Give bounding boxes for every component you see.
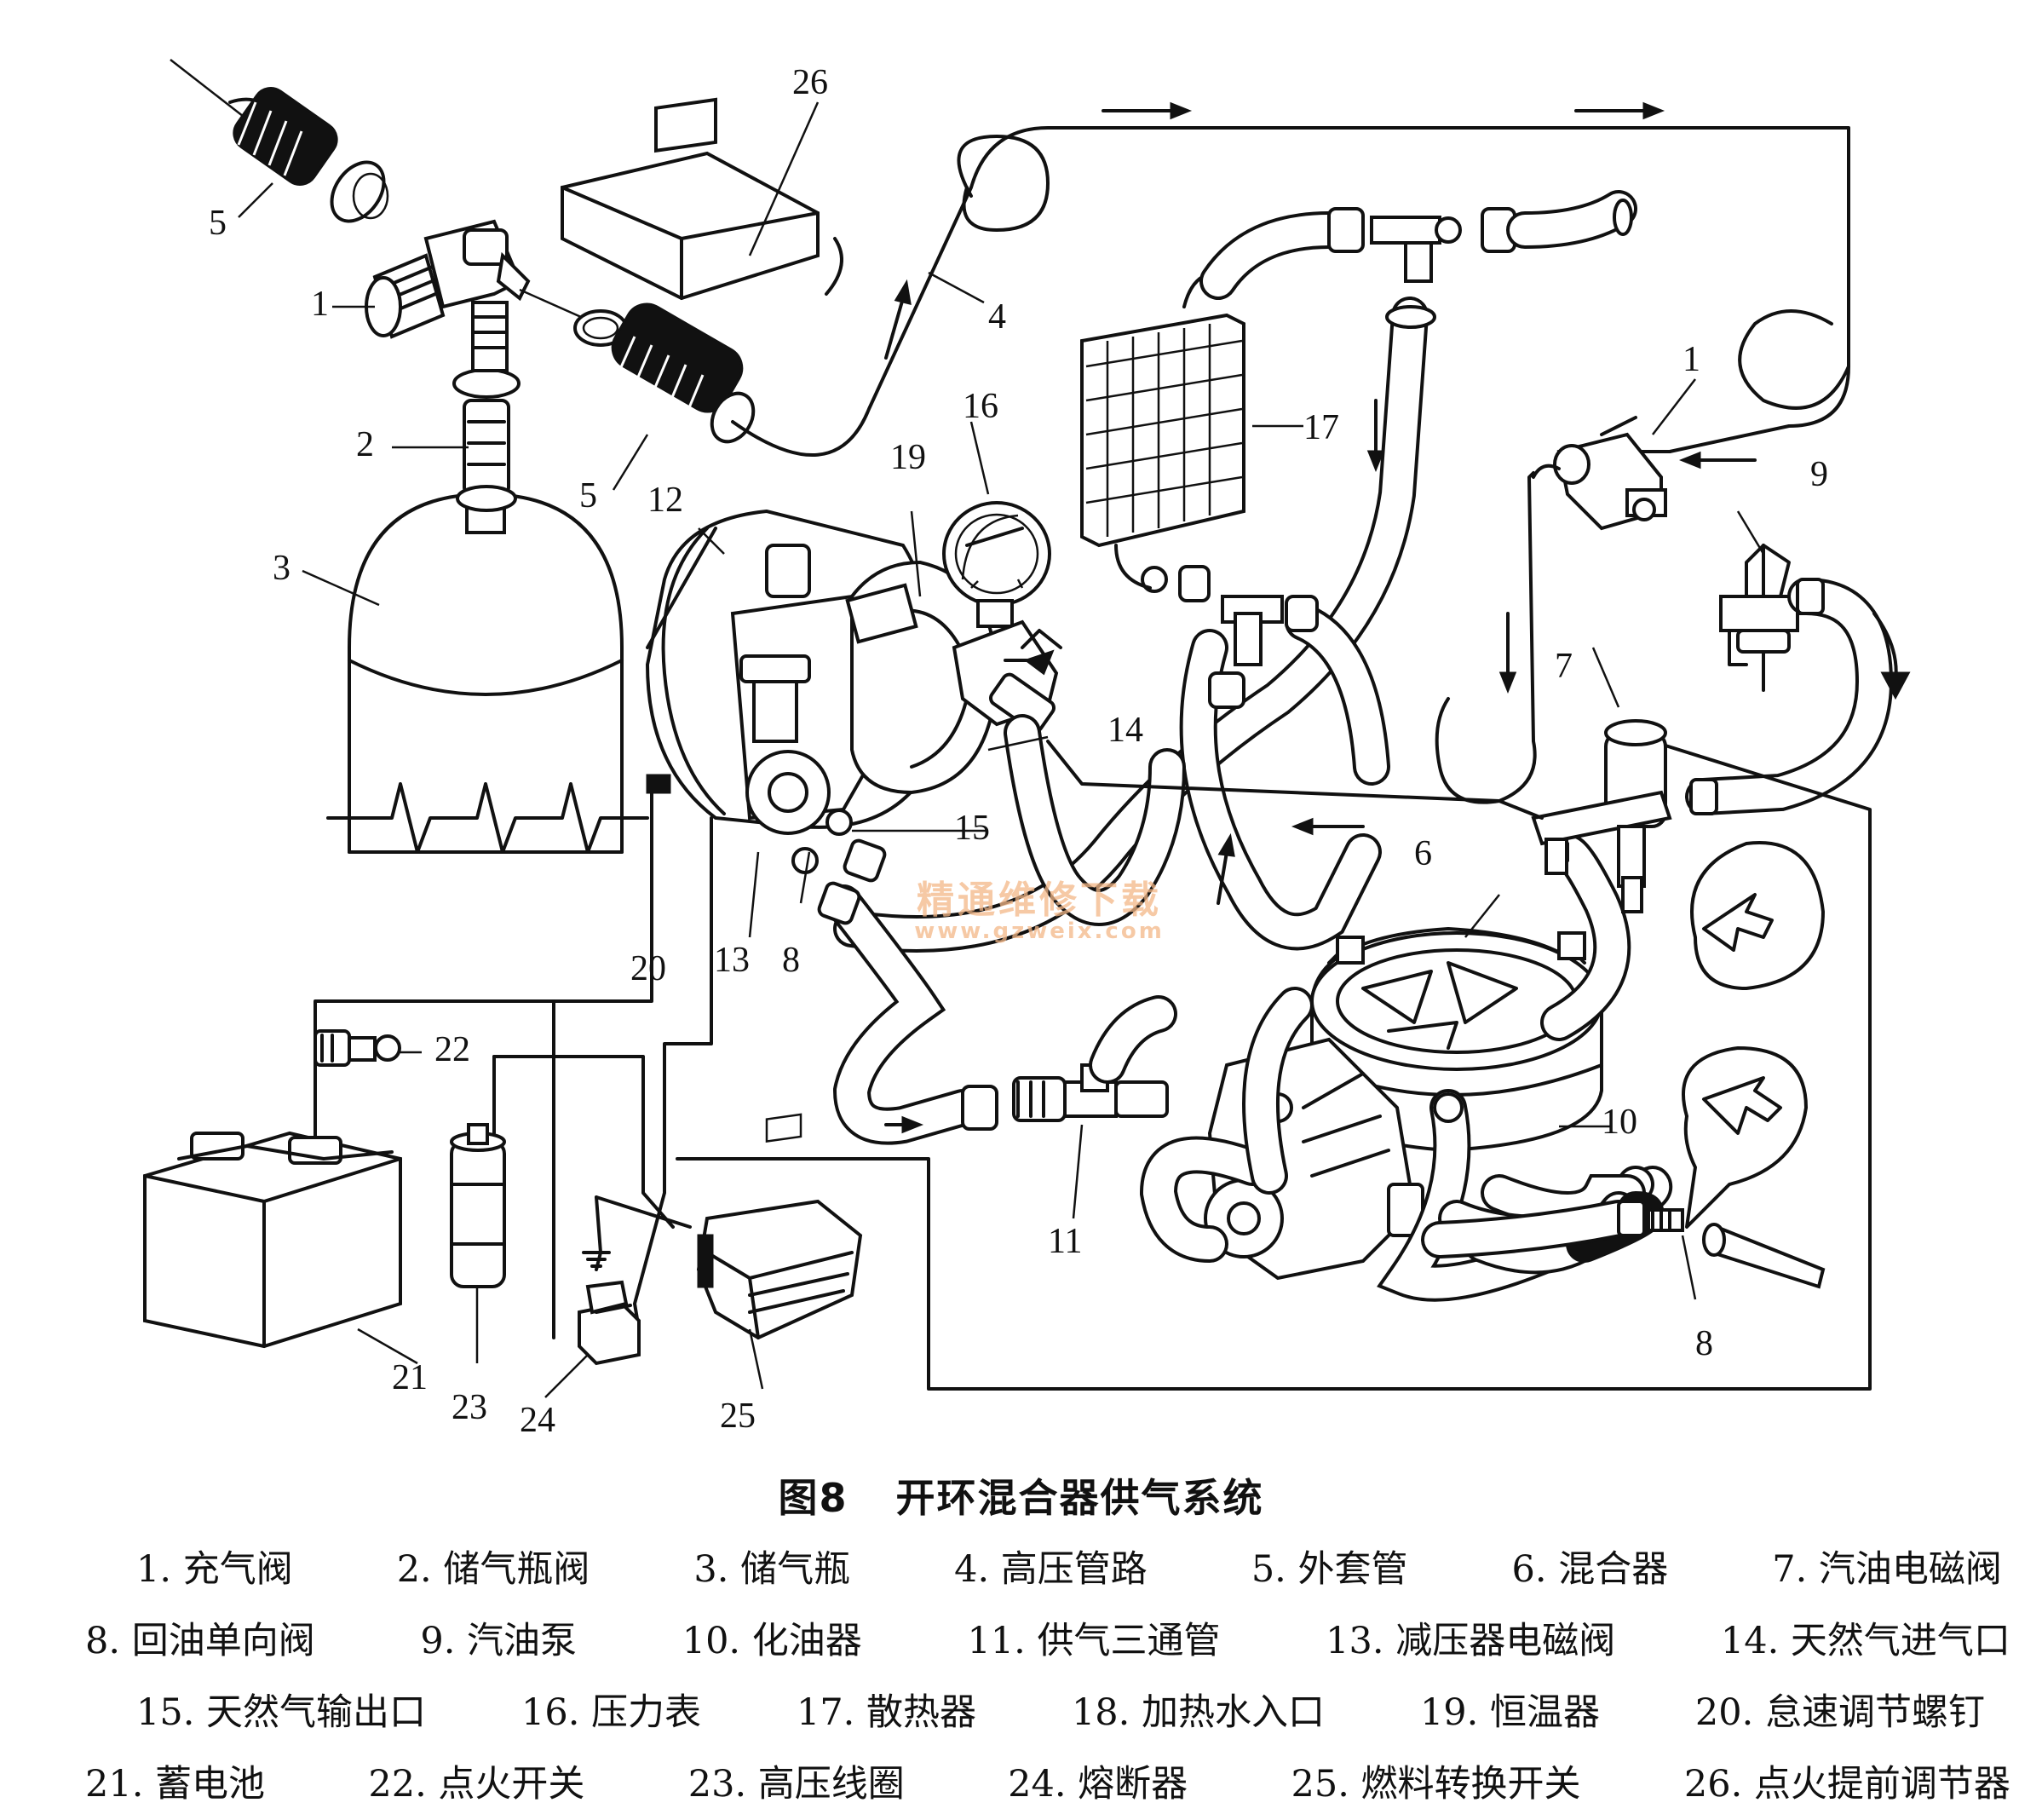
legend-item: 3. 储气瓶	[693, 1548, 851, 1591]
legend-item: 17. 散热器	[796, 1691, 977, 1734]
flow-bubble-bottom	[1682, 1046, 1808, 1229]
gas-supply-system-diagram: 26 5 1 2 3 4 5 12 19 16 17 1 9 7 14 15 6…	[143, 59, 1911, 1431]
radiator	[1080, 271, 1245, 590]
fuel-changeover-switch	[696, 1113, 863, 1340]
callout-8-left: 8	[782, 941, 800, 980]
fuel-pump	[1685, 544, 1911, 815]
legend-item: 4. 高压管路	[954, 1548, 1148, 1591]
legend-item: 25. 燃料转换开关	[1291, 1763, 1581, 1806]
legend-item: 9. 汽油泵	[420, 1620, 578, 1662]
callout-1-left: 1	[311, 285, 329, 324]
return-check-valve	[1421, 1200, 1826, 1289]
coolant-hose-upper	[1199, 190, 1637, 300]
flow-bubble-top	[1690, 841, 1825, 990]
legend-item: 2. 储气瓶阀	[396, 1548, 590, 1591]
gas-supply-hose	[817, 838, 998, 1145]
figure-title: 开环混合器供气系统	[895, 1475, 1264, 1521]
callout-10: 10	[1602, 1103, 1637, 1142]
gas-cylinder	[326, 488, 649, 854]
legend-item: 16. 压力表	[521, 1691, 702, 1734]
legend-item: 26. 点火提前调节器	[1683, 1763, 2010, 1806]
legend-item: 10. 化油器	[682, 1620, 862, 1662]
gasoline-solenoid-valve	[1531, 719, 1672, 913]
legend-item: 20. 怠速调节螺钉	[1694, 1691, 1985, 1734]
legend-item: 7. 汽油电磁阀	[1772, 1548, 2002, 1591]
legend-row: 15. 天然气输出口 16. 压力表 17. 散热器 18. 加热水入口 19.…	[85, 1677, 2010, 1748]
watermark: 精通维修下载 www.gzweix.com	[869, 869, 1210, 944]
coolant-hose-lower	[1004, 565, 1390, 951]
parts-legend: 1. 充气阀 2. 储气瓶阀 3. 储气瓶 4. 高压管路 5. 外套管 6. …	[85, 1534, 2010, 1820]
watermark-url: www.gzweix.com	[914, 919, 1165, 944]
pressure-gauge	[942, 501, 1051, 628]
legend-item: 24. 熔断器	[1008, 1763, 1188, 1806]
callout-23: 23	[452, 1388, 487, 1427]
ignition-coil	[450, 1123, 506, 1288]
callout-15: 15	[954, 809, 990, 848]
callout-12: 12	[647, 481, 683, 520]
watermark-text: 精通维修下载	[917, 878, 1162, 922]
figure-caption: 图8 开环混合器供气系统	[0, 1467, 2042, 1523]
callout-24: 24	[520, 1401, 555, 1431]
hose-jacket-top	[170, 59, 389, 223]
callout-5-top: 5	[209, 204, 227, 243]
legend-item: 13. 减压器电磁阀	[1326, 1620, 1616, 1662]
callout-19: 19	[890, 438, 926, 477]
legend-item: 5. 外套管	[1251, 1548, 1408, 1591]
legend-item: 14. 天然气进气口	[1720, 1620, 2010, 1662]
legend-item: 1. 充气阀	[136, 1548, 293, 1591]
legend-item: 18. 加热水入口	[1071, 1691, 1326, 1734]
gas-inlet-fitting	[952, 619, 1062, 734]
callout-6: 6	[1414, 834, 1432, 873]
callout-20: 20	[630, 949, 666, 988]
battery	[143, 1131, 402, 1349]
callout-26: 26	[792, 63, 828, 102]
charge-valve-left	[365, 219, 531, 372]
callout-13: 13	[714, 941, 750, 980]
hose-jacket-middle	[519, 288, 756, 444]
flow-arrows	[884, 101, 1757, 1134]
legend-item: 23. 高压线圈	[687, 1763, 905, 1806]
legend-item: 11. 供气三通管	[967, 1620, 1221, 1662]
legend-row: 8. 回油单向阀 9. 汽油泵 10. 化油器 11. 供气三通管 13. 减压…	[85, 1605, 2010, 1677]
callout-2: 2	[356, 425, 374, 464]
ignition-advance-regulator	[561, 97, 843, 301]
legend-item: 22. 点火开关	[368, 1763, 585, 1806]
legend-item: 8. 回油单向阀	[85, 1620, 315, 1662]
callout-11: 11	[1048, 1222, 1082, 1261]
callout-3: 3	[273, 549, 290, 588]
callout-25: 25	[720, 1397, 756, 1431]
callout-numbers: 26 5 1 2 3 4 5 12 19 16 17 1 9 7 14 15 6…	[209, 63, 1828, 1431]
legend-row: 21. 蓄电池 22. 点火开关 23. 高压线圈 24. 熔断器 25. 燃料…	[85, 1748, 2010, 1820]
callout-16: 16	[963, 387, 998, 426]
ignition-switch	[313, 1029, 401, 1067]
callout-21: 21	[392, 1358, 428, 1397]
pressure-reducer	[645, 509, 999, 874]
callout-5-middle: 5	[579, 476, 597, 515]
callout-4: 4	[988, 297, 1006, 337]
callout-17: 17	[1303, 408, 1339, 447]
supply-tee	[1012, 995, 1177, 1122]
figure-number: 图8	[778, 1475, 848, 1521]
fuse	[578, 1280, 641, 1366]
callout-8-right: 8	[1695, 1324, 1713, 1363]
callout-leaders	[238, 101, 1765, 1398]
callout-7: 7	[1555, 647, 1573, 686]
callout-9: 9	[1810, 455, 1828, 494]
legend-item: 15. 天然气输出口	[136, 1691, 427, 1734]
callout-14: 14	[1107, 711, 1143, 750]
legend-row: 1. 充气阀 2. 储气瓶阀 3. 储气瓶 4. 高压管路 5. 外套管 6. …	[85, 1534, 2010, 1605]
callout-22: 22	[434, 1030, 470, 1069]
cylinder-valve	[452, 368, 521, 512]
legend-item: 19. 恒温器	[1419, 1691, 1600, 1734]
legend-item: 6. 混合器	[1511, 1548, 1669, 1591]
legend-item: 21. 蓄电池	[85, 1763, 266, 1806]
callout-1-right: 1	[1682, 340, 1700, 379]
charge-valve-right	[1553, 416, 1667, 531]
